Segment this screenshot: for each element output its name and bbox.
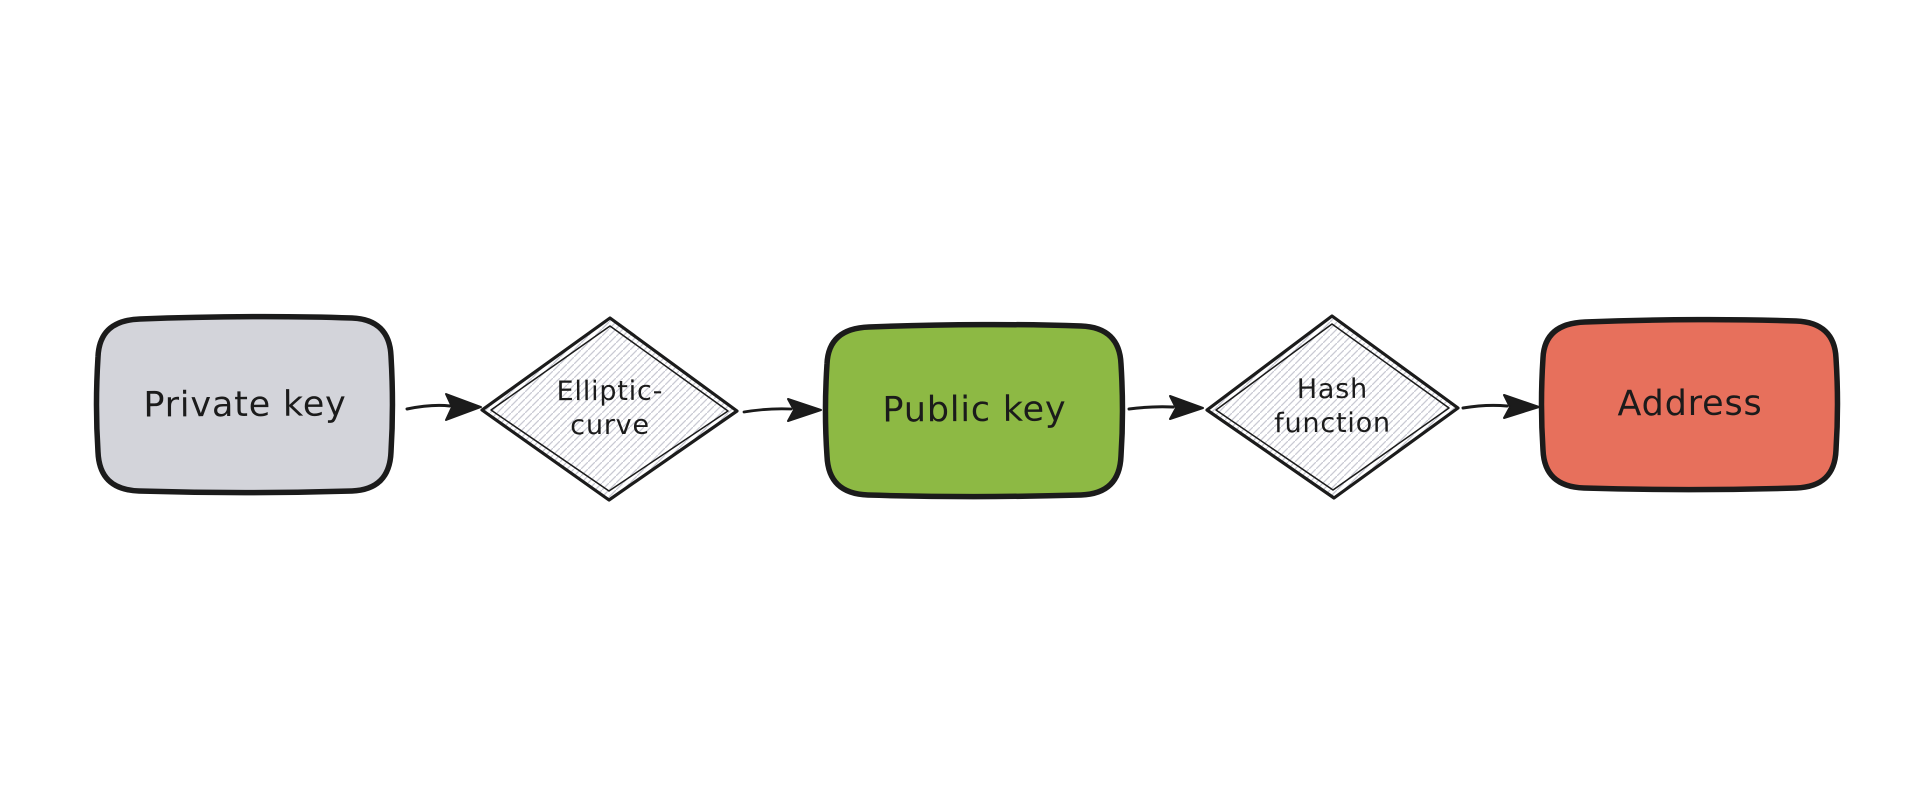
arrowhead-icon: [1169, 395, 1204, 420]
edge-arrow-3[interactable]: [1127, 395, 1204, 420]
arrowhead-icon: [787, 398, 822, 422]
private-key-shape[interactable]: [93, 313, 396, 496]
edge-arrow-1[interactable]: [405, 393, 482, 421]
node-hash-function[interactable]: [1205, 314, 1460, 500]
diamond-sketch-stroke: [490, 325, 729, 492]
node-private-key[interactable]: [93, 313, 396, 496]
hash-function-shape[interactable]: [1205, 314, 1460, 500]
public-key-shape[interactable]: [822, 321, 1126, 500]
arrow-line: [1461, 403, 1509, 410]
address-shape[interactable]: [1538, 316, 1841, 493]
edge-arrow-2[interactable]: [742, 398, 822, 422]
edge-arrow-4[interactable]: [1461, 394, 1540, 419]
arrow-line: [405, 403, 452, 411]
arrowhead-icon: [1503, 394, 1540, 419]
arrow-line: [1127, 405, 1175, 411]
node-address[interactable]: [1538, 316, 1841, 493]
arrow-line: [742, 407, 793, 414]
arrowhead-icon: [445, 393, 482, 421]
diamond-sketch-stroke: [1215, 323, 1450, 491]
elliptic-curve-shape[interactable]: [480, 316, 739, 502]
node-public-key[interactable]: [822, 321, 1126, 500]
node-elliptic-curve[interactable]: [480, 316, 739, 502]
